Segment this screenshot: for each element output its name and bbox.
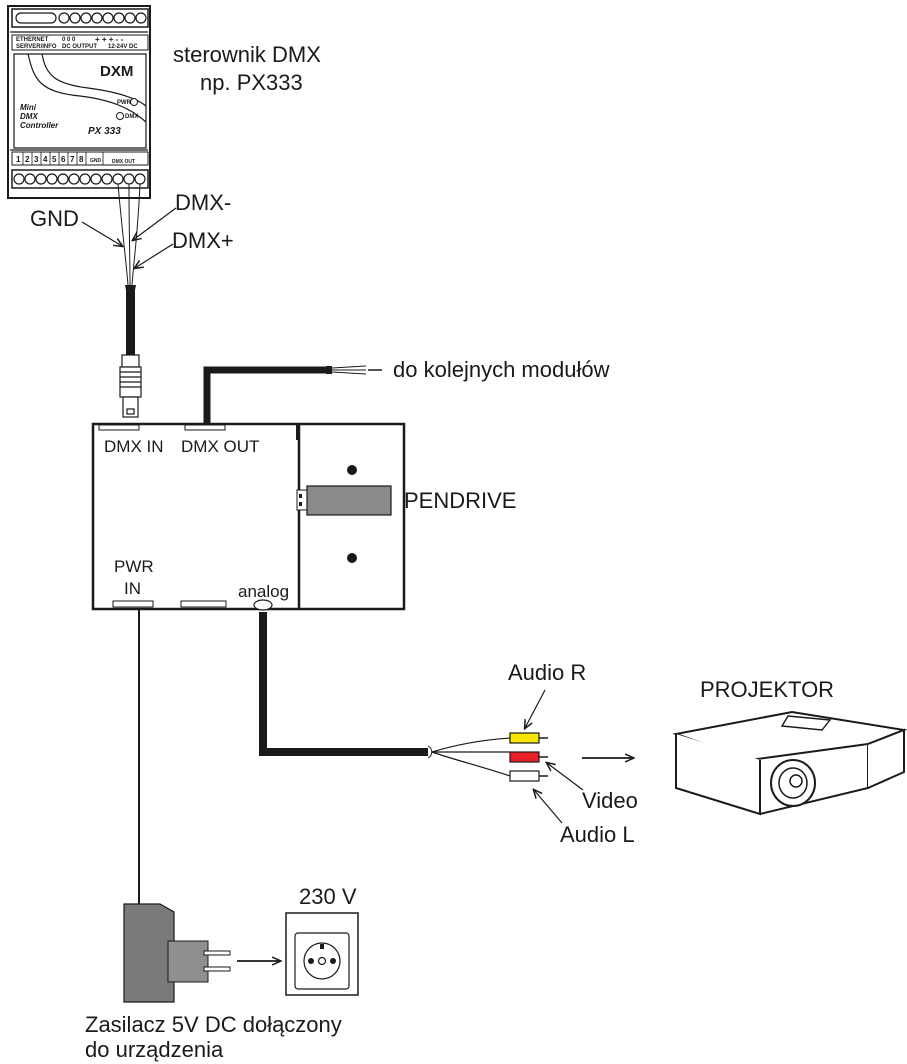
terminal-label-server: SERVER/INFO [16, 44, 57, 50]
channel-labels: 1 2 3 4 5 6 7 8 GND DMX OUT [11, 151, 149, 166]
terminal-label-ethernet: ETHERNET [16, 37, 49, 43]
wall-socket [285, 912, 359, 996]
product-line-3: Controller [20, 121, 59, 130]
controller-model: PX 333 [88, 126, 121, 137]
terminal-label-supply: 12-24V DC [108, 44, 138, 50]
controller-brand: DXM [100, 63, 133, 80]
led-dmx-label: DMX [125, 114, 138, 120]
dmx-chain-cable [203, 365, 367, 426]
dmx-out-port [184, 424, 226, 431]
dmx-out-label: DMX OUT [181, 437, 259, 456]
rca-plug-audio-l [509, 770, 548, 782]
pendrive-stick [306, 485, 392, 516]
wire-dmx-minus-arrow [133, 207, 177, 240]
bottom-screw-terminals [13, 173, 146, 185]
pwr-led [130, 98, 138, 106]
dmx-in-port [98, 424, 140, 431]
power-supply [123, 903, 231, 1003]
projector [672, 710, 907, 816]
dmx-controller: ETHERNET SERVER/INFO 0 0 0 DC OUTPUT + +… [7, 5, 151, 199]
video-label: Video [582, 788, 638, 813]
pwr-in-label-line-1: PWR [114, 557, 154, 576]
dmx-in-label: DMX IN [104, 437, 164, 456]
player-module [91, 422, 406, 611]
terminal-label-dc-output: DC OUTPUT [62, 44, 97, 50]
analog-label: analog [238, 582, 289, 601]
pwr-in-port [112, 600, 154, 608]
channel-1: 1 [16, 155, 21, 164]
dmx-led [116, 112, 124, 120]
rca-plug-audio-r [509, 732, 548, 744]
top-screw-terminals [58, 12, 147, 24]
product-line-1: Mini [20, 103, 37, 112]
channel-2: 2 [25, 155, 30, 164]
dmx-input-cable [117, 183, 142, 418]
psu-caption-line-1: Zasilacz 5V DC dołączony [85, 1012, 342, 1037]
projector-label: PROJEKTOR [700, 677, 834, 702]
av-cable [259, 612, 548, 782]
audio-l-arrow [534, 790, 563, 824]
terminal-label-dc-pins: 0 0 0 [62, 37, 76, 43]
channel-3: 3 [34, 155, 39, 164]
xlr-plug [119, 354, 142, 418]
audio-r-arrow [525, 689, 546, 728]
mount-hole-bottom [347, 553, 357, 563]
channel-6: 6 [61, 155, 66, 164]
video-arrow [547, 763, 584, 791]
led-pwr-label: PWR [117, 100, 132, 106]
wire-gnd-label: GND [30, 206, 79, 231]
terminal-label-supply-pins: + + + - - [95, 35, 124, 44]
channel-7: 7 [70, 155, 75, 164]
product-line-2: DMX [20, 112, 38, 121]
channel-gnd: GND [90, 158, 102, 164]
analog-port [253, 599, 273, 611]
wire-dmx-plus-label: DMX+ [172, 228, 234, 253]
mount-hole-top [347, 465, 357, 475]
channel-8: 8 [79, 155, 84, 164]
audio-r-label: Audio R [508, 660, 586, 685]
channel-4: 4 [43, 155, 48, 164]
voltage-label: 230 V [299, 884, 357, 909]
controller-caption-line-1: sterownik DMX [173, 42, 321, 67]
wire-dmx-plus-arrow [135, 243, 174, 268]
rca-plug-video [509, 751, 548, 763]
unused-port [180, 600, 227, 608]
wire-dmx-minus-label: DMX- [175, 190, 231, 215]
audio-l-label: Audio L [560, 822, 635, 847]
controller-caption-line-2: np. PX333 [200, 70, 303, 95]
wire-gnd-arrow [81, 221, 122, 246]
psu-caption-line-2: do urządzenia [85, 1037, 224, 1062]
pendrive-label: PENDRIVE [404, 488, 516, 513]
channel-dmx-out: DMX OUT [112, 159, 135, 165]
pwr-in-label-line-2: IN [124, 579, 141, 598]
channel-5: 5 [52, 155, 57, 164]
chain-label: do kolejnych modułów [393, 357, 610, 382]
